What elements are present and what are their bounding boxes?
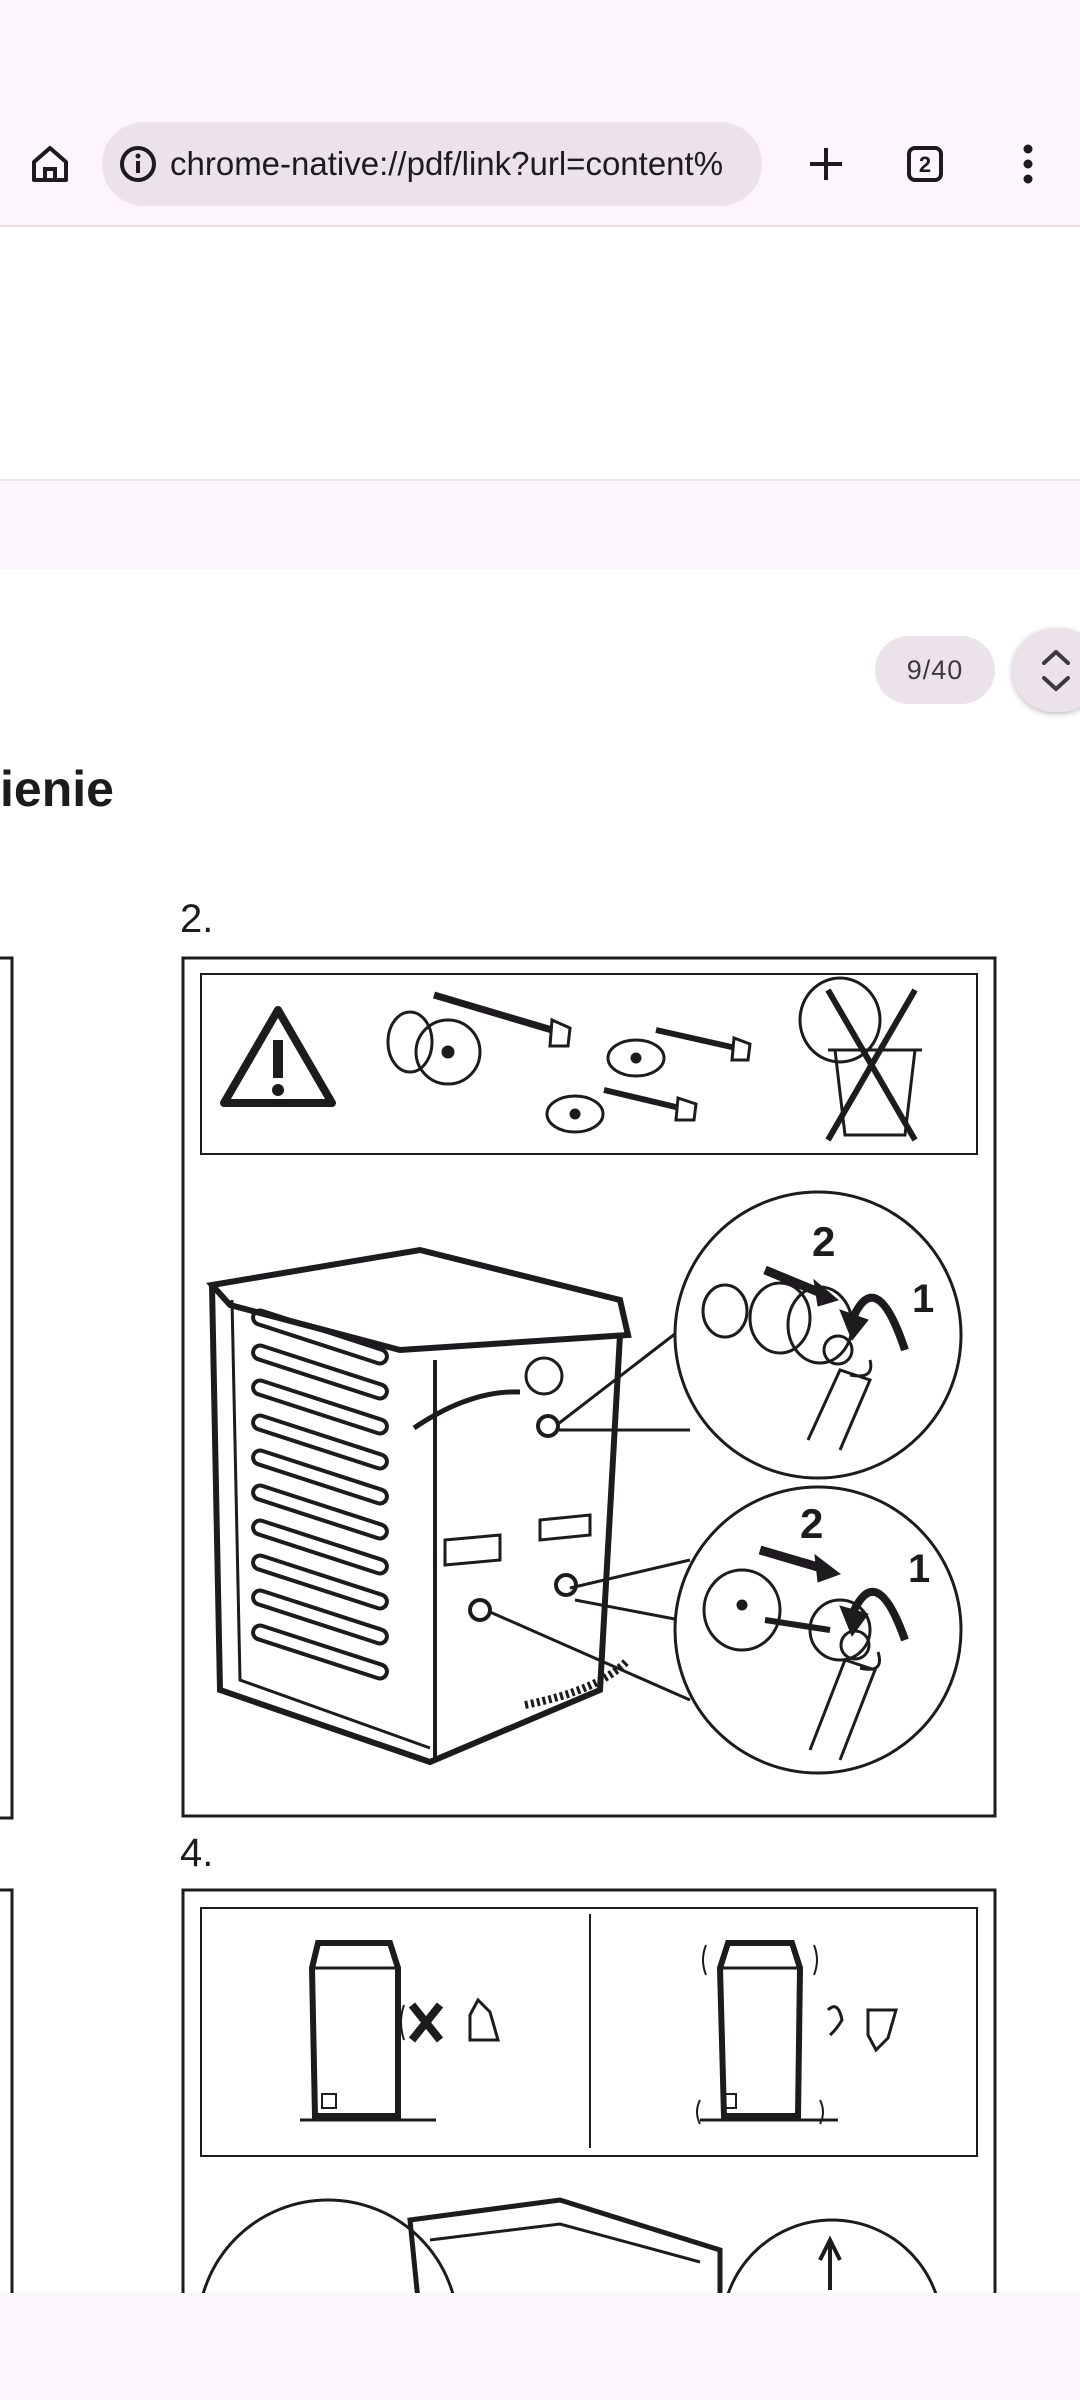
more-vert-icon — [1023, 144, 1033, 184]
address-bar[interactable]: chrome-native://pdf/link?url=content% — [102, 122, 762, 206]
step-2-figure: 2 1 2 1 — [181, 956, 997, 1818]
page-indicator: 9/40 — [875, 636, 995, 704]
step-4-figure — [181, 1888, 997, 2293]
home-icon — [32, 146, 68, 182]
callout-bottom-label-2: 2 — [800, 1500, 823, 1547]
step-label-4: 4. — [180, 1831, 214, 1875]
left-figure-frame-top — [0, 956, 14, 1820]
tab-switcher-button[interactable]: 2 — [895, 134, 955, 194]
callout-top — [557, 1190, 963, 1480]
chevron-up-down-icon — [1042, 650, 1070, 691]
plus-icon — [810, 148, 842, 180]
callout-bottom-label-1: 1 — [908, 1547, 930, 1591]
info-icon[interactable] — [116, 142, 160, 186]
callout-bottom — [489, 1485, 963, 1775]
callout-top-label-2: 2 — [812, 1218, 835, 1265]
pdf-page[interactable]: 2 1 2 1 — [0, 569, 1080, 2293]
left-figure-frame-bottom — [0, 1888, 14, 2293]
step-label-2: 2. — [180, 897, 214, 941]
bottom-bar — [0, 2293, 1080, 2400]
menu-button[interactable] — [1000, 134, 1056, 194]
scroll-handle[interactable] — [1012, 628, 1080, 712]
do-not-discard-icon — [798, 976, 922, 1142]
url-text[interactable]: chrome-native://pdf/link?url=content% — [170, 145, 724, 182]
home-button[interactable] — [22, 136, 78, 192]
callout-top-label-1: 1 — [912, 1277, 934, 1321]
tab-count: 2 — [907, 146, 943, 182]
warning-icon — [220, 1006, 336, 1107]
pdf-header-strip — [0, 479, 1080, 571]
transport-bolt-parts-icon — [386, 991, 752, 1134]
vibrating-machine-icon — [696, 1940, 898, 2125]
washing-machine-rear-drawing — [206, 1246, 632, 1766]
pdf-toolbar-area — [0, 227, 1080, 479]
browser-toolbar: chrome-native://pdf/link?url=content% 2 — [0, 0, 1080, 227]
pdf-page-illustrations: 2 1 2 1 — [0, 956, 997, 2293]
new-tab-button[interactable] — [796, 134, 856, 194]
stable-machine-icon — [300, 1940, 500, 2122]
page-heading: ienie — [0, 761, 114, 817]
